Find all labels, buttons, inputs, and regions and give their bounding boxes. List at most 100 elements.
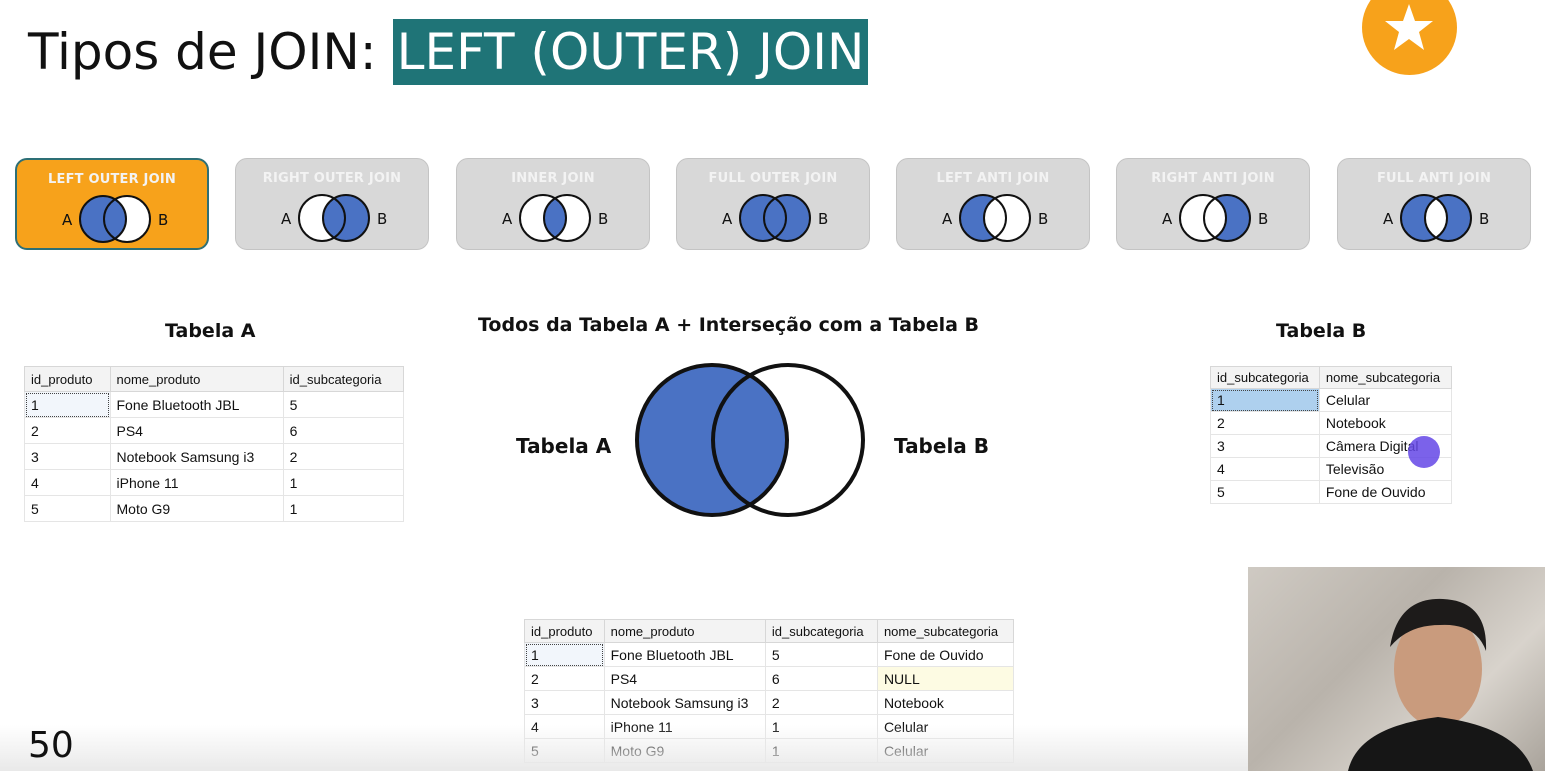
table-cell[interactable]: Fone Bluetooth JBL [603, 642, 766, 667]
join-card-label: FULL OUTER JOIN [708, 171, 838, 186]
table-cell[interactable]: iPhone 11 [109, 469, 284, 496]
table-cell[interactable]: Fone de Ouvido [876, 642, 1015, 667]
table-cell[interactable]: Notebook Samsung i3 [109, 443, 284, 470]
title-prefix: Tipos de JOIN: [28, 23, 377, 81]
table-cell[interactable]: Notebook [1318, 411, 1453, 435]
svg-text:B: B [1479, 210, 1489, 228]
table-cell[interactable]: 1 [524, 642, 605, 667]
table-cell[interactable]: 6 [282, 417, 405, 444]
table-cell[interactable]: Fone Bluetooth JBL [109, 391, 284, 418]
column-header[interactable]: id_subcategoria [764, 619, 878, 643]
table-cell[interactable]: 2 [282, 443, 405, 470]
table-a-title: Tabela A [165, 320, 256, 342]
table-cell[interactable]: 1 [282, 469, 405, 496]
table-cell[interactable]: 1 [1210, 388, 1320, 412]
table-cell[interactable]: 2 [24, 417, 111, 444]
webcam-overlay [1248, 567, 1545, 771]
table-cell[interactable]: Celular [1318, 388, 1453, 412]
table-cell[interactable]: Moto G9 [109, 495, 284, 522]
join-card-label: RIGHT OUTER JOIN [262, 171, 402, 186]
bottom-fade [0, 725, 1248, 771]
table-cell[interactable]: 5 [764, 642, 878, 667]
join-card-label: INNER JOIN [511, 171, 595, 186]
svg-text:A: A [502, 210, 513, 228]
table-cell[interactable]: PS4 [109, 417, 284, 444]
table-cell[interactable]: 4 [1210, 457, 1320, 481]
table-cell[interactable]: 3 [24, 443, 111, 470]
table-cell[interactable]: 3 [524, 690, 605, 715]
svg-text:B: B [1038, 210, 1048, 228]
table-cell[interactable]: NULL [876, 666, 1015, 691]
svg-text:A: A [62, 211, 73, 229]
join-card-label: LEFT ANTI JOIN [936, 171, 1050, 186]
table-b-title: Tabela B [1276, 320, 1367, 342]
table-cell[interactable]: 4 [24, 469, 111, 496]
join-card-label: LEFT OUTER JOIN [48, 172, 176, 187]
column-header[interactable]: nome_produto [109, 366, 284, 392]
svg-text:B: B [598, 210, 608, 228]
star-icon [1385, 4, 1433, 50]
column-header[interactable]: nome_subcategoria [876, 619, 1015, 643]
column-header[interactable]: id_produto [524, 619, 605, 643]
table-cell[interactable]: Notebook [876, 690, 1015, 715]
column-header[interactable]: nome_produto [603, 619, 766, 643]
table-cell[interactable]: 3 [1210, 434, 1320, 458]
mouse-cursor-highlight [1408, 436, 1440, 468]
column-header[interactable]: id_produto [24, 366, 111, 392]
table-cell[interactable]: 5 [1210, 480, 1320, 504]
column-header[interactable]: id_subcategoria [1210, 366, 1320, 389]
join-card-label: RIGHT ANTI JOIN [1151, 171, 1275, 186]
table-cell[interactable]: Notebook Samsung i3 [603, 690, 766, 715]
table-cell[interactable]: 2 [1210, 411, 1320, 435]
venn-label-b: Tabela B [894, 434, 989, 458]
table-cell[interactable]: 5 [282, 391, 405, 418]
table-cell[interactable]: 2 [524, 666, 605, 691]
venn-label-a: Tabela A [516, 434, 612, 458]
table-cell[interactable]: PS4 [603, 666, 766, 691]
svg-text:A: A [281, 210, 292, 228]
table-cell[interactable]: 5 [24, 495, 111, 522]
table-cell[interactable]: 6 [764, 666, 878, 691]
table-cell[interactable]: 1 [24, 391, 111, 418]
svg-text:B: B [818, 210, 828, 228]
table-cell[interactable]: 1 [282, 495, 405, 522]
svg-text:B: B [158, 211, 168, 229]
column-header[interactable]: nome_subcategoria [1318, 366, 1453, 389]
table-cell[interactable]: 2 [764, 690, 878, 715]
table-cell[interactable]: Fone de Ouvido [1318, 480, 1453, 504]
venn-intersection [713, 365, 787, 515]
svg-text:A: A [722, 210, 733, 228]
column-header[interactable]: id_subcategoria [282, 366, 405, 392]
svg-text:A: A [942, 210, 953, 228]
